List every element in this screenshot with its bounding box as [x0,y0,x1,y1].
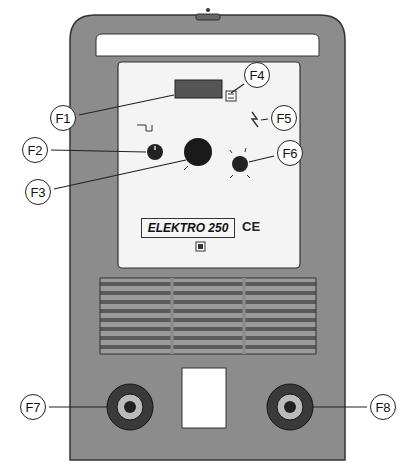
callout-circle: F2 [22,137,48,163]
callout-circle: F8 [370,394,396,420]
output-sockets-part [284,401,296,413]
front-panel-part [196,242,205,251]
front-panel-part [245,148,246,152]
callout-number: F2 [27,143,42,158]
front-panel [118,62,300,268]
housing-part [70,15,345,460]
front-panel-part [230,150,232,153]
callout-circle: F4 [244,62,270,88]
callout-number: F6 [282,146,297,161]
front-panel-part [137,125,152,131]
output-sockets-part [182,368,226,428]
vent-grille-part [243,278,246,354]
leader-lines [49,84,367,407]
callout-number: F4 [249,68,264,83]
front-panel-part [230,175,233,178]
front-panel-part [154,146,156,150]
housing [70,8,345,460]
front-panel-part [232,156,248,172]
callout-number: F8 [375,400,390,415]
leader-lines-part [79,95,174,115]
front-panel-part [184,166,188,170]
leader-lines-part [54,160,186,189]
vent-grille-part [171,278,174,354]
callout-circle: F5 [271,105,297,131]
callout-circle: F6 [277,140,303,166]
front-panel-part [147,144,163,160]
leader-lines-part [51,150,146,152]
front-panel-part [184,138,212,166]
callout-number: F1 [55,111,70,126]
front-panel-part [118,62,300,268]
front-panel-part [198,244,203,249]
leader-lines-part [249,156,274,162]
callout-number: F3 [30,185,45,200]
housing-part [96,34,319,56]
callout-number: F7 [25,400,40,415]
front-panel-part [228,94,234,95]
front-panel-part [175,80,222,98]
model-name: ELEKTRO 250 [148,221,229,235]
callout-circle: F7 [20,394,46,420]
vent-grille [100,278,316,354]
callout-circle: F3 [25,179,51,205]
callout-number: F5 [276,111,291,126]
certification-mark: CE [242,219,260,234]
leader-lines-part [261,119,268,120]
model-plate: ELEKTRO 250 [141,218,236,238]
housing-part [196,14,220,20]
front-panel-part [247,175,250,178]
output-sockets-part [124,401,136,413]
leader-lines-part [313,406,367,407]
leader-lines-part [49,406,107,407]
output-sockets-part [267,384,313,430]
output-sockets-part [277,394,303,420]
leader-lines-part [231,84,244,93]
output-sockets [107,368,313,430]
output-sockets-part [117,394,143,420]
output-sockets-part [107,384,153,430]
callout-circle: F1 [50,105,76,131]
vent-grille-part [100,278,316,354]
front-panel-part [252,112,258,127]
housing-part [206,8,210,12]
front-panel-part [228,98,234,99]
